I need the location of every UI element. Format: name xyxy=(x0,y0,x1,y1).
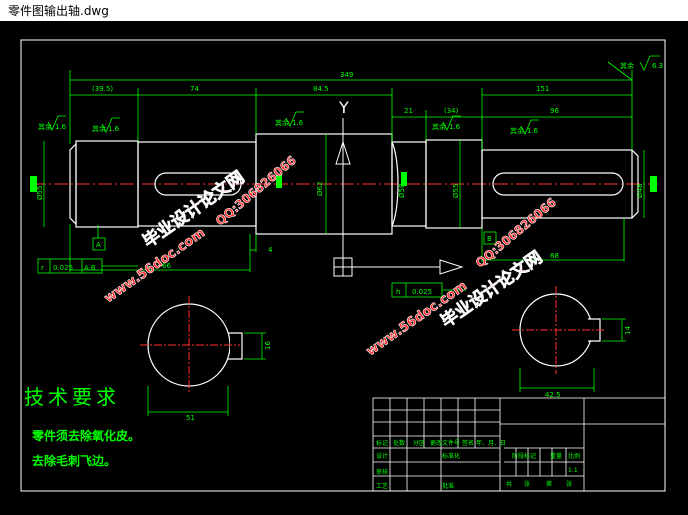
roughness-4: 1.6 xyxy=(449,123,461,131)
drawing-canvas[interactable]: 349 (39.5) 74 84.5 21 (34) 151 96 66 4 8… xyxy=(0,21,688,515)
section-arrow xyxy=(333,118,464,277)
dim-total: 349 xyxy=(340,71,353,79)
tb-sheet1: 张 xyxy=(524,480,530,488)
runout-datum: A-B xyxy=(84,264,96,272)
dim-seg4: 21 xyxy=(404,107,413,115)
roughness-symbols: 其余 1.6 其余 1.6 其余 1.6 其余 1.6 其余 1.6 其余 6.… xyxy=(38,61,663,135)
dim-bottom-4: 4 xyxy=(268,246,273,254)
dim-dia-left: Ø55 xyxy=(36,186,44,200)
tb-total: 共 xyxy=(506,480,512,488)
section-right-key: 14 xyxy=(624,326,632,335)
section-left-key: 16 xyxy=(264,341,272,350)
tb-date: 年、月、日 xyxy=(476,439,506,447)
tb-weight: 重量 xyxy=(550,452,562,460)
roughness-overall-label: 其余 xyxy=(620,61,634,70)
roughness-label-2: 其余 xyxy=(92,124,106,133)
tb-no: 第 xyxy=(546,480,552,488)
parallel-value: 0.025 xyxy=(412,288,432,296)
roughness-label-1: 其余 xyxy=(38,122,52,131)
tb-scale: 1:1 xyxy=(568,467,578,474)
tb-stage: 阶段标记 xyxy=(512,452,536,460)
roughness-marks xyxy=(47,55,660,135)
tb-sheet2: 张 xyxy=(566,480,572,488)
watermark-qq-2: QQ:306826066 xyxy=(473,195,559,270)
dim-seg7: 96 xyxy=(550,107,559,115)
tb-count: 处数 xyxy=(393,439,405,447)
runout-value: 0.025 xyxy=(53,264,73,272)
tech-req-line1: 零件须去除氧化皮。 xyxy=(31,428,140,443)
tech-req-line2: 去除毛刺飞边。 xyxy=(32,453,116,468)
tb-approve: 批准 xyxy=(442,482,454,490)
roughness-overall: 6.3 xyxy=(652,62,663,70)
drawing-border xyxy=(20,39,666,492)
datum-b: B xyxy=(487,235,492,243)
tb-change-doc: 更改文件号 xyxy=(430,439,460,447)
title-bar: 零件图输出轴.dwg xyxy=(0,0,688,22)
dim-bottom-left: 66 xyxy=(162,262,171,270)
roughness-2: 1.6 xyxy=(108,125,120,133)
roughness-3: 1.6 xyxy=(292,119,304,127)
datum-texts: A B r 0.025 A-B h 0.025 xyxy=(41,235,492,296)
parallel-symbol: h xyxy=(396,288,400,296)
dim-seg2: 74 xyxy=(190,85,199,93)
watermark-group-2: 毕业设计论文网 www.56doc.com QQ:306826066 xyxy=(363,195,559,360)
dim-seg6: 151 xyxy=(536,85,549,93)
roughness-label-4: 其余 xyxy=(432,122,446,131)
tb-check: 审核 xyxy=(376,468,388,476)
tech-req-heading: 技术要求 xyxy=(24,385,120,409)
section-right xyxy=(512,286,626,392)
datum-a: A xyxy=(96,241,101,249)
title-block-texts: 标记 处数 分区 更改文件号 签名 年、月、日 设计 标准化 阶段标记 重量 比… xyxy=(376,439,580,490)
section-marker-y: Y xyxy=(338,98,349,117)
dim-dia-middle: Ø62 xyxy=(316,182,324,196)
watermark-group-1: 毕业设计论文网 www.56doc.com QQ:306826066 xyxy=(101,153,299,307)
dim-seg5: (34) xyxy=(444,107,459,115)
dim-dia-right1: Ø55 xyxy=(452,184,460,198)
dim-bottom-right: 88 xyxy=(550,252,559,260)
runout-symbol: r xyxy=(41,264,44,272)
datum-markers xyxy=(37,231,497,298)
dimension-texts: 349 (39.5) 74 84.5 21 (34) 151 96 66 4 8… xyxy=(36,71,644,270)
title-block xyxy=(372,397,666,492)
dim-seg1: (39.5) xyxy=(92,85,113,93)
tb-standard: 标准化 xyxy=(442,452,460,460)
window-title: 零件图输出轴.dwg xyxy=(8,4,109,18)
section-right-width: 42.5 xyxy=(545,391,561,399)
tb-scale-label: 比例 xyxy=(568,452,580,460)
tb-zone: 分区 xyxy=(413,439,425,447)
roughness-5: 1.6 xyxy=(527,127,539,135)
roughness-label-5: 其余 xyxy=(510,126,524,135)
center-hole-marks xyxy=(30,172,657,192)
tb-mark: 标记 xyxy=(376,439,388,447)
section-left-width: 51 xyxy=(186,414,195,422)
roughness-label-3: 其余 xyxy=(275,118,289,127)
dim-seg3: 84.5 xyxy=(313,85,329,93)
roughness-1: 1.6 xyxy=(55,123,67,131)
dim-dia-center: Ø58 xyxy=(398,184,406,198)
tb-sign: 签名 xyxy=(462,439,474,447)
dim-dia-right2: Ø48 xyxy=(636,184,644,198)
shaft-outline xyxy=(69,133,639,235)
tb-process: 工艺 xyxy=(376,482,388,490)
dimension-lines xyxy=(43,61,645,272)
cad-drawing: 349 (39.5) 74 84.5 21 (34) 151 96 66 4 8… xyxy=(20,39,666,492)
tb-design: 设计 xyxy=(376,452,388,460)
section-left xyxy=(140,296,266,416)
